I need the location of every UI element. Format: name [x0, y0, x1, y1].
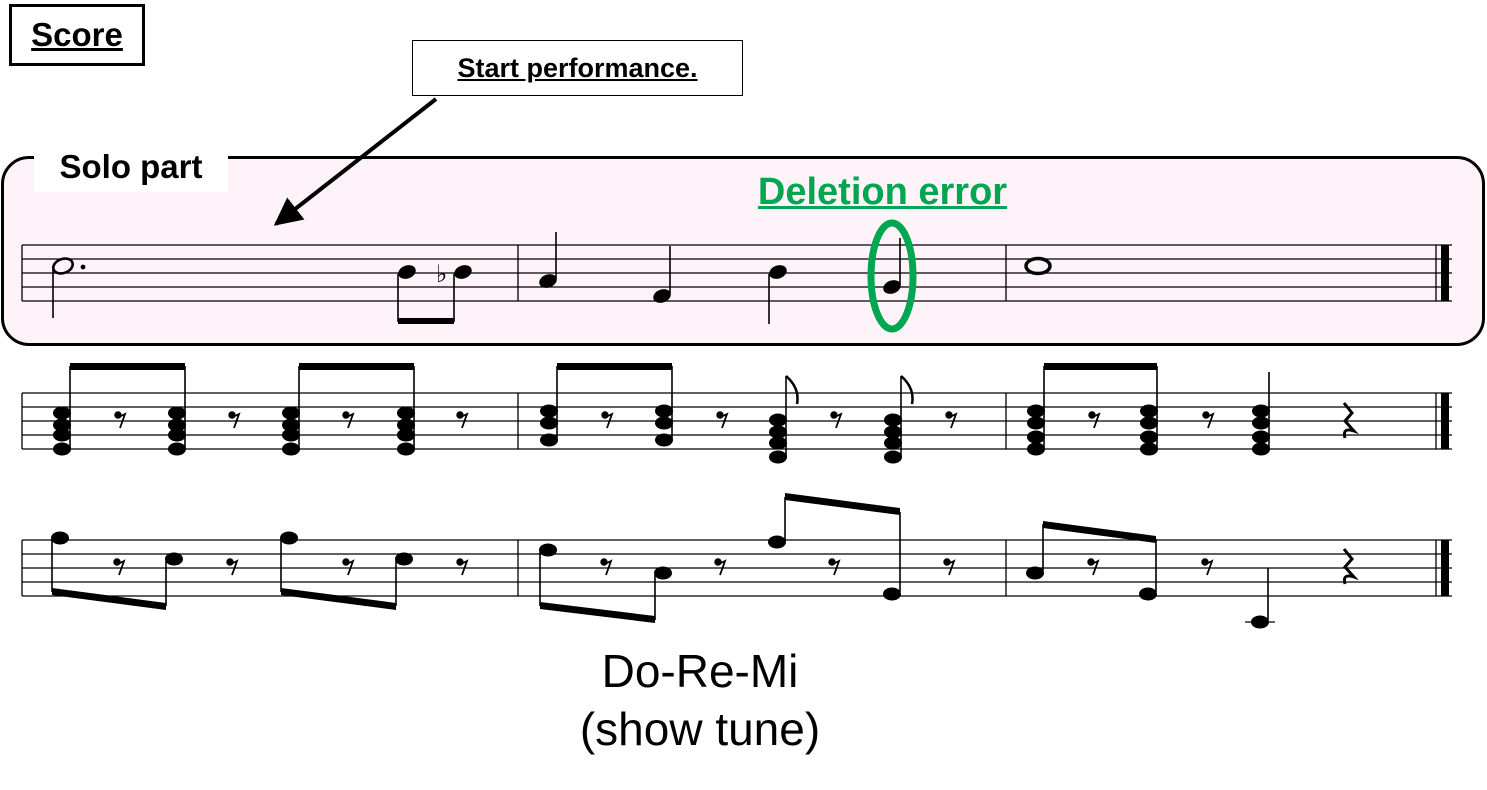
chord-final-barline: [1441, 393, 1449, 449]
deletion-error-circle: [867, 219, 917, 333]
score-label: Score: [9, 4, 145, 66]
start-performance-annotation: Start performance.: [412, 40, 743, 96]
caption-subtitle: (show tune): [579, 703, 821, 755]
bass-notes: [51, 493, 1359, 629]
quarter-rest: [1342, 402, 1359, 439]
quarter-rest: [1342, 548, 1359, 585]
bass-staff: [21, 539, 1452, 623]
chord-notes: [53, 363, 1359, 464]
bass-final-barline: [1441, 540, 1449, 596]
caption: Do-Re-Mi (show tune): [540, 642, 860, 758]
solo-part-panel: [1, 156, 1485, 346]
solo-staff: [21, 244, 1452, 302]
solo-notes: ♭: [52, 232, 1052, 324]
caption-title: Do-Re-Mi: [601, 645, 799, 697]
solo-final-barline: [1441, 245, 1449, 301]
svg-text:♭: ♭: [436, 260, 447, 288]
chord-staff: [21, 392, 1452, 450]
solo-part-label: Solo part: [34, 142, 228, 192]
deletion-error-label: Deletion error: [757, 170, 1008, 213]
start-arrow: [273, 97, 438, 226]
